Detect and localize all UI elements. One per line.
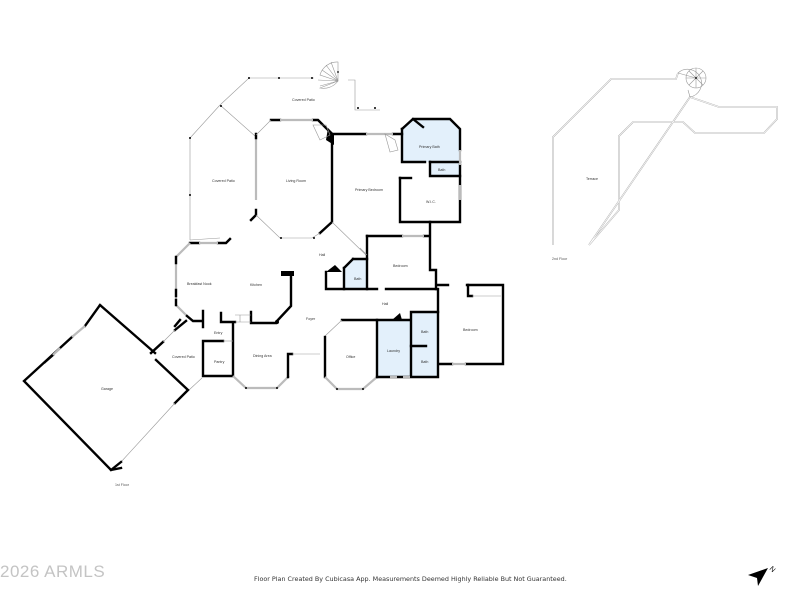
room-label-bath-hall: Bath xyxy=(354,277,361,281)
floor-label-1st: 1st Floor xyxy=(115,483,130,487)
room-label-office: Office xyxy=(346,355,355,359)
room-label-hall-lower: Hall xyxy=(382,302,388,306)
garage-walls xyxy=(22,303,190,472)
hall-bath-walls xyxy=(324,247,369,291)
living-room-walls xyxy=(249,118,334,239)
spiral-stair-patio-icon xyxy=(317,61,339,89)
entry-pantry-walls xyxy=(201,321,235,378)
primary-bedroom-walls xyxy=(330,127,462,256)
room-label-primary-bath: Primary Bath xyxy=(419,145,440,149)
room-label-primary-bedroom: Primary Bedroom xyxy=(355,188,383,192)
watermark: 2026 ARMLS xyxy=(0,562,106,581)
laundry-bath-walls xyxy=(375,310,440,379)
spiral-stair-terrace-icon xyxy=(677,67,707,98)
room-label-breakfast-nook: Breakfast Nook xyxy=(187,282,212,286)
room-label-foyer: Foyer xyxy=(306,317,316,321)
room-label-bedroom-right: Bedroom xyxy=(463,328,478,332)
room-label-bath-primary-wc: Bath xyxy=(438,168,445,172)
room-label-living-room: Living Room xyxy=(286,179,306,183)
room-label-kitchen: Kitchen xyxy=(250,283,262,287)
covered-patio-top-outline xyxy=(189,77,380,139)
bedroom-mid-walls xyxy=(365,220,438,291)
bedroom-right-walls xyxy=(436,283,505,366)
room-label-terrace: Terrace xyxy=(586,177,598,181)
room-label-dining-area: Dining Area xyxy=(253,354,272,358)
wic-walls xyxy=(398,174,462,224)
room-label-laundry: Laundry xyxy=(387,349,400,353)
north-arrow-icon: N xyxy=(748,565,777,586)
room-label-wic: W.I.C. xyxy=(426,200,436,204)
covered-patio-left-outline xyxy=(189,137,221,241)
floor-label-2nd: 2nd Floor xyxy=(552,257,568,261)
room-label-garage: Garage xyxy=(101,387,113,391)
room-label-covered-patio-garage: Covered Patio xyxy=(172,355,195,359)
kitchen-nook-walls xyxy=(173,237,294,329)
room-label-bath-lower-right: Bath xyxy=(421,360,428,364)
footer-disclaimer: Floor Plan Created By Cubicasa App. Meas… xyxy=(254,575,567,583)
room-label-bedroom-mid: Bedroom xyxy=(393,264,408,268)
room-label-entry: Entry xyxy=(214,331,223,335)
room-label-covered-patio-left: Covered Patio xyxy=(212,179,235,183)
compass-label: N xyxy=(768,565,777,574)
room-label-covered-patio-top: Covered Patio xyxy=(292,98,315,102)
dining-area-walls xyxy=(232,352,320,390)
primary-bath-walls xyxy=(400,117,462,178)
room-label-pantry: Pantry xyxy=(214,360,225,364)
terrace-outline xyxy=(552,72,778,246)
wet-rooms xyxy=(344,119,460,376)
room-label-hall-upper: Hall xyxy=(319,253,325,257)
room-label-bath-upper-right: Bath xyxy=(421,330,428,334)
